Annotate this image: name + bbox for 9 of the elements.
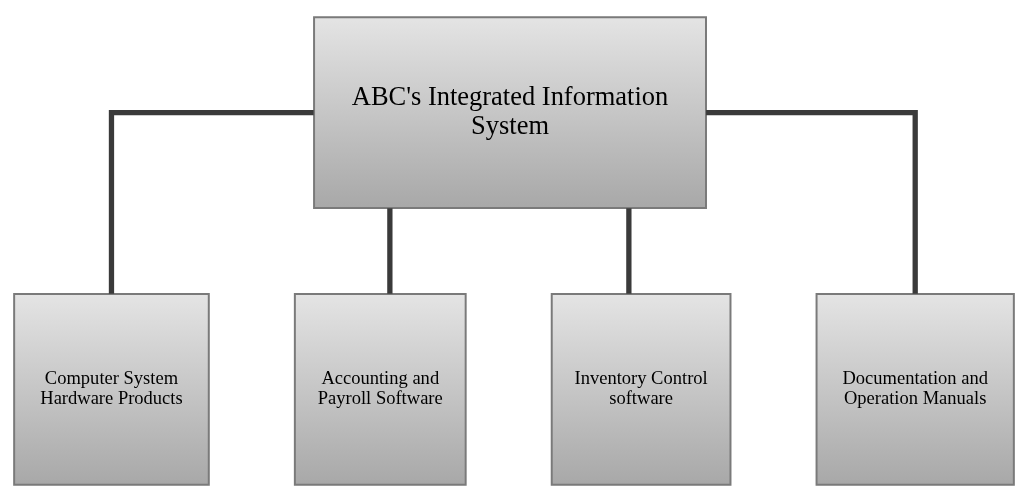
node-box: Computer System Hardware Products [13, 293, 210, 486]
connector [626, 208, 632, 294]
connector [387, 208, 393, 294]
node-box: Accounting and Payroll Software [293, 293, 467, 486]
node-box: Documentation and Operation Manuals [815, 293, 1015, 486]
node-box: Inventory Control software [550, 293, 732, 486]
connector [706, 109, 918, 294]
node-box: ABC's Integrated Information System [313, 16, 707, 209]
connector [108, 109, 314, 294]
